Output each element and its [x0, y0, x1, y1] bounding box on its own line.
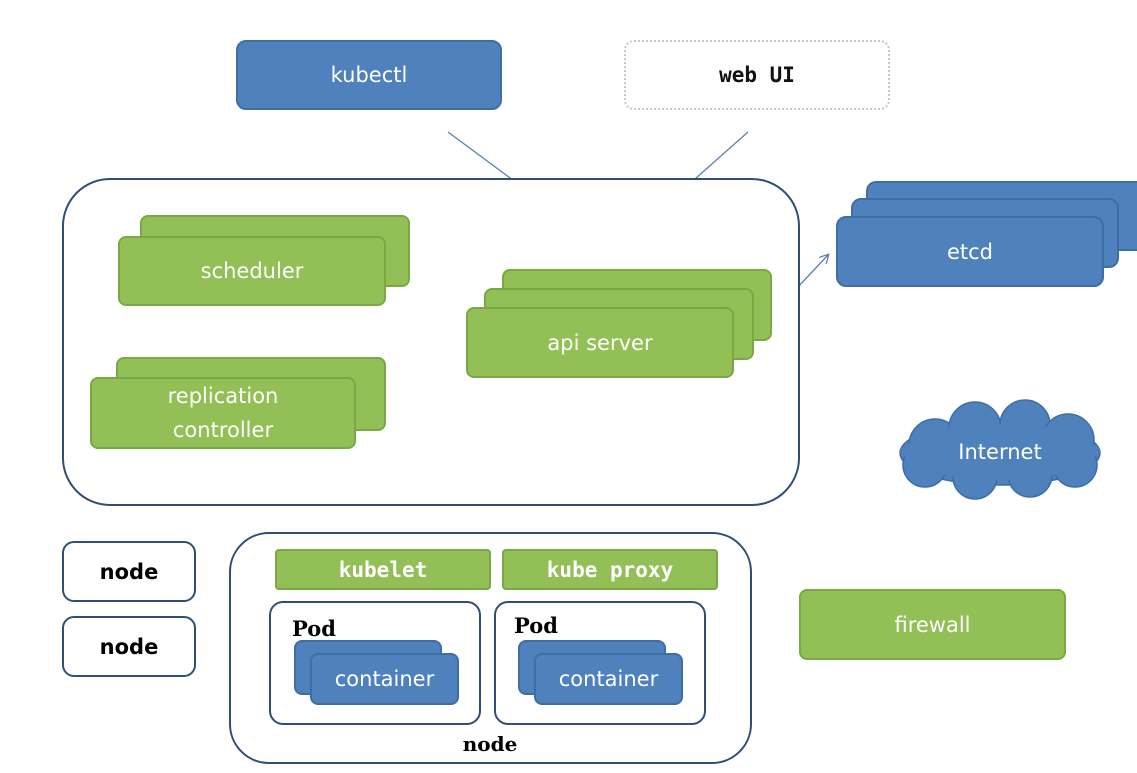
scheduler-box: scheduler: [118, 236, 386, 306]
container-box-2: container: [534, 653, 683, 705]
firewall-box: firewall: [799, 589, 1066, 660]
scheduler-label: scheduler: [200, 259, 304, 283]
node-box-1: node: [62, 541, 196, 602]
etcd-label: etcd: [946, 239, 994, 264]
container-label-2: container: [558, 667, 659, 691]
kube-proxy-box: kube proxy: [502, 549, 718, 590]
node-label-2: node: [99, 634, 159, 659]
kube-proxy-label: kube proxy: [546, 557, 674, 582]
kubelet-box: kubelet: [275, 549, 491, 590]
node-main-label: node: [462, 732, 518, 756]
internet-label: Internet: [958, 440, 1042, 464]
node-label-1: node: [99, 559, 159, 584]
replication-controller-box: replication controller: [90, 377, 356, 449]
replication-controller-label: replication controller: [167, 384, 279, 442]
kubelet-label: kubelet: [338, 557, 428, 582]
kubectl-label: kubectl: [330, 63, 408, 87]
api-server-box: api server: [466, 307, 734, 378]
container-label-1: container: [334, 667, 435, 691]
pod-label-1: Pod: [292, 616, 336, 641]
firewall-label: firewall: [894, 612, 971, 637]
node-box-2: node: [62, 616, 196, 677]
pod-label-2: Pod: [514, 613, 558, 638]
container-box-1: container: [310, 653, 459, 705]
api-server-label: api server: [547, 330, 653, 355]
etcd-box: etcd: [836, 216, 1104, 287]
web-ui-label: web UI: [719, 63, 795, 87]
kubectl-box: kubectl: [236, 40, 502, 110]
web-ui-box: web UI: [624, 40, 890, 110]
